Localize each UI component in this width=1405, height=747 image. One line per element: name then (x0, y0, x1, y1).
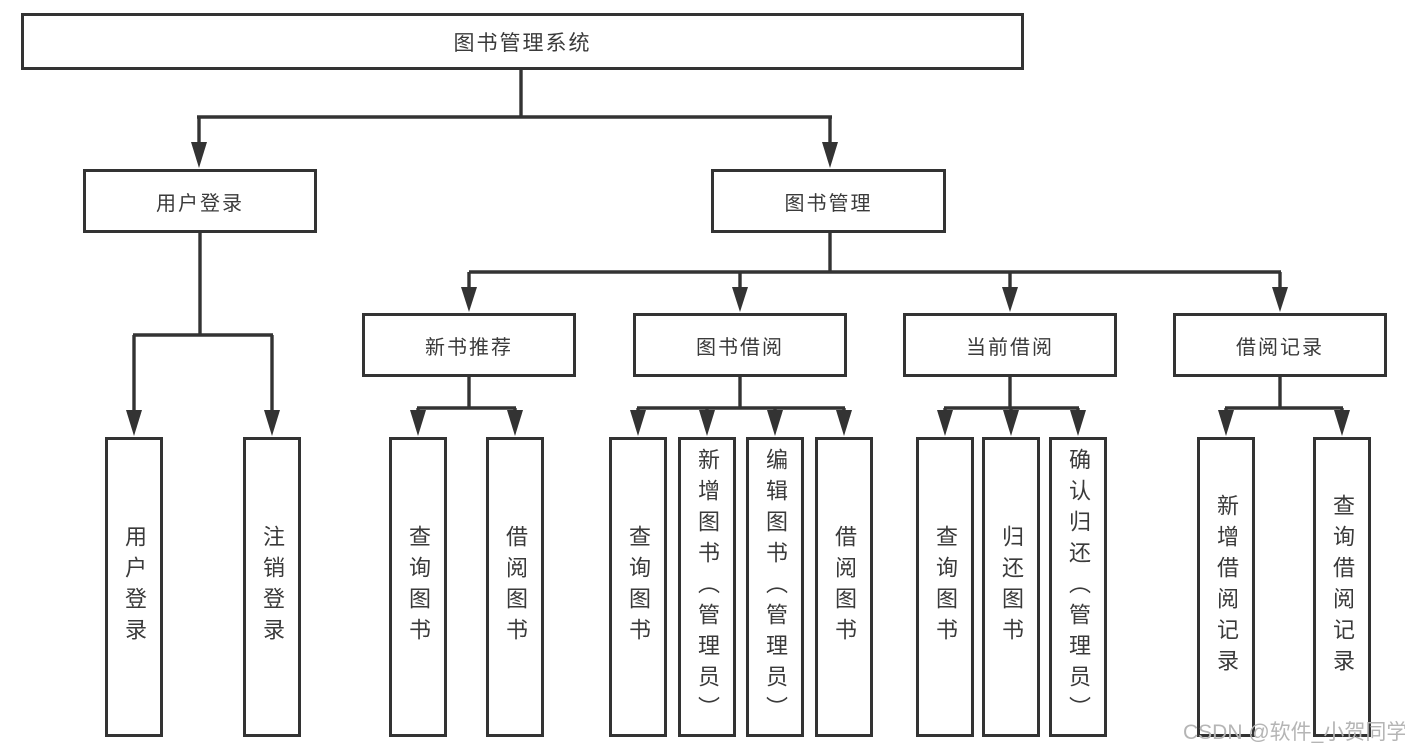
node-label: 用户登录 (156, 192, 244, 215)
leaf-query-books: 查询图书 (916, 437, 974, 737)
leaf-edit-books-admin: 编辑图书（管理员） (746, 437, 804, 737)
leaf-query-borrow-record: 查询借阅记录 (1313, 437, 1371, 737)
leaf-borrow-books: 借阅图书 (486, 437, 544, 737)
node-label: 图书借阅 (696, 336, 784, 359)
node-label: 借阅记录 (1236, 336, 1324, 359)
node-label: 借阅图书 (832, 525, 857, 649)
node-label: 查询图书 (933, 525, 958, 649)
node-label: 图书管理 (784, 192, 873, 215)
node-new-book-recommendation: 新书推荐 (362, 313, 576, 377)
node-label: 新增借阅记录 (1214, 494, 1239, 680)
node-label: 新增图书（管理员） (695, 447, 720, 727)
node-label: 借阅图书 (503, 525, 528, 649)
leaf-query-books: 查询图书 (389, 437, 447, 737)
node-label: 图书管理系统 (453, 31, 592, 55)
leaf-return-books: 归还图书 (982, 437, 1040, 737)
node-label: 查询图书 (406, 525, 431, 649)
leaf-query-books: 查询图书 (609, 437, 667, 737)
node-label: 查询借阅记录 (1330, 494, 1355, 680)
node-label: 确认归还（管理员） (1066, 447, 1091, 727)
node-user-login-branch: 用户登录 (83, 169, 317, 233)
leaf-confirm-return-admin: 确认归还（管理员） (1049, 437, 1107, 737)
node-label: 编辑图书（管理员） (763, 447, 788, 727)
node-borrowing-records: 借阅记录 (1173, 313, 1387, 377)
csdn-watermark: CSDN @软件_小贺同学 (1183, 721, 1405, 744)
node-label: 查询图书 (626, 525, 651, 649)
node-current-borrowing: 当前借阅 (903, 313, 1117, 377)
node-label: 当前借阅 (966, 336, 1054, 359)
leaf-add-borrow-record: 新增借阅记录 (1197, 437, 1255, 737)
leaf-logout: 注销登录 (243, 437, 301, 737)
arrowheads (126, 142, 1350, 436)
node-label: 归还图书 (999, 525, 1024, 649)
node-label: 注销登录 (260, 525, 285, 649)
node-label: 新书推荐 (425, 336, 513, 359)
node-library-management-system: 图书管理系统 (21, 13, 1024, 70)
node-book-management-branch: 图书管理 (711, 169, 946, 233)
leaf-add-books-admin: 新增图书（管理员） (678, 437, 736, 737)
node-label: 用户登录 (122, 525, 147, 649)
node-book-borrowing: 图书借阅 (633, 313, 847, 377)
leaf-user-login: 用户登录 (105, 437, 163, 737)
leaf-borrow-books: 借阅图书 (815, 437, 873, 737)
